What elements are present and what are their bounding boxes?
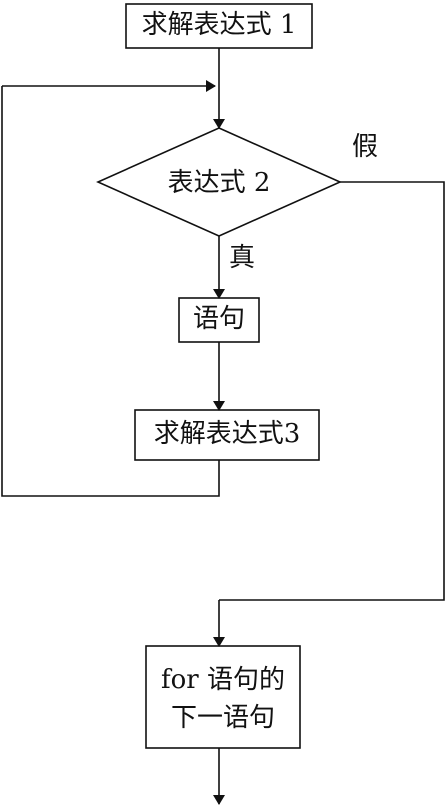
step-label: 求解表达式3 [153, 419, 301, 449]
start-label: 求解表达式 1 [141, 10, 297, 40]
step-box [134, 409, 320, 461]
false-label: 假 [352, 132, 379, 162]
true-label: 真 [229, 243, 256, 273]
next-statement-line2: 下一语句 [170, 702, 276, 733]
next-statement-box [145, 645, 301, 749]
next-statement-label: for 语句的 下一语句 [161, 662, 285, 737]
loop-back-path [1, 86, 220, 497]
statement-label: 语句 [192, 304, 246, 334]
next-statement-line1: for 语句的 [161, 665, 285, 695]
false-branch-path [219, 181, 445, 601]
condition-label: 表达式 2 [167, 168, 271, 198]
